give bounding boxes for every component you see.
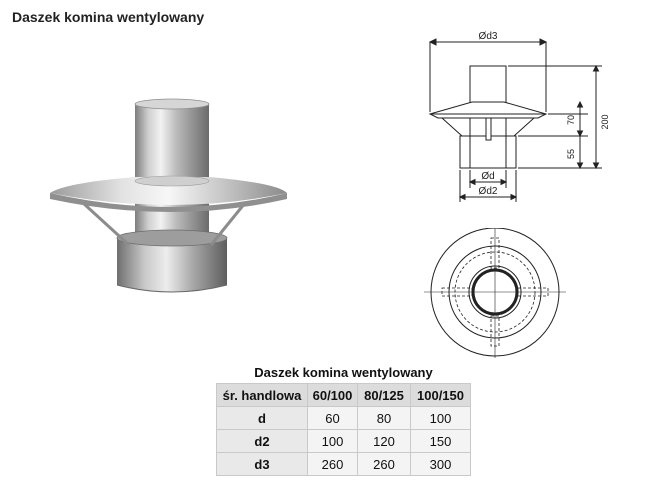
- table-row: d3 260 260 300: [216, 452, 471, 476]
- table-row: d2 100 120 150: [216, 429, 471, 453]
- table-header-row: śr. handlowa 60/100 80/125 100/150: [216, 383, 471, 407]
- top-view-drawing: [424, 228, 566, 358]
- cell-value: 120: [357, 429, 411, 453]
- spec-table: Daszek komina wentylowany śr. handlowa 6…: [216, 362, 471, 476]
- cell-value: 80: [357, 406, 411, 430]
- table-caption: Daszek komina wentylowany: [216, 362, 471, 384]
- cell-value: 300: [410, 452, 471, 476]
- dim-70: 70: [566, 115, 576, 125]
- header-80-125: 80/125: [357, 383, 411, 407]
- label-d3: Ød3: [479, 31, 498, 42]
- header-100-150: 100/150: [410, 383, 471, 407]
- header-trade-size: śr. handlowa: [216, 383, 308, 407]
- cell-value: 100: [410, 406, 471, 430]
- table-row: d 60 80 100: [216, 406, 471, 430]
- cell-value: 260: [357, 452, 411, 476]
- row-label-d3: d3: [216, 452, 308, 476]
- row-label-d2: d2: [216, 429, 308, 453]
- label-d: Ød: [481, 171, 494, 182]
- label-d2: Ød2: [479, 186, 498, 197]
- table-caption-row: Daszek komina wentylowany: [216, 362, 471, 384]
- cell-value: 100: [307, 429, 358, 453]
- cell-value: 260: [307, 452, 358, 476]
- cell-value: 150: [410, 429, 471, 453]
- header-60-100: 60/100: [307, 383, 358, 407]
- row-label-d: d: [216, 406, 308, 430]
- dim-55: 55: [566, 149, 576, 159]
- product-photo: [50, 98, 287, 293]
- dim-200: 200: [600, 114, 610, 129]
- side-view-drawing: Ød3 Ød Ød2 200 70 55: [428, 31, 610, 202]
- page-title: Daszek komina wentylowany: [12, 9, 205, 25]
- cell-value: 60: [307, 406, 358, 430]
